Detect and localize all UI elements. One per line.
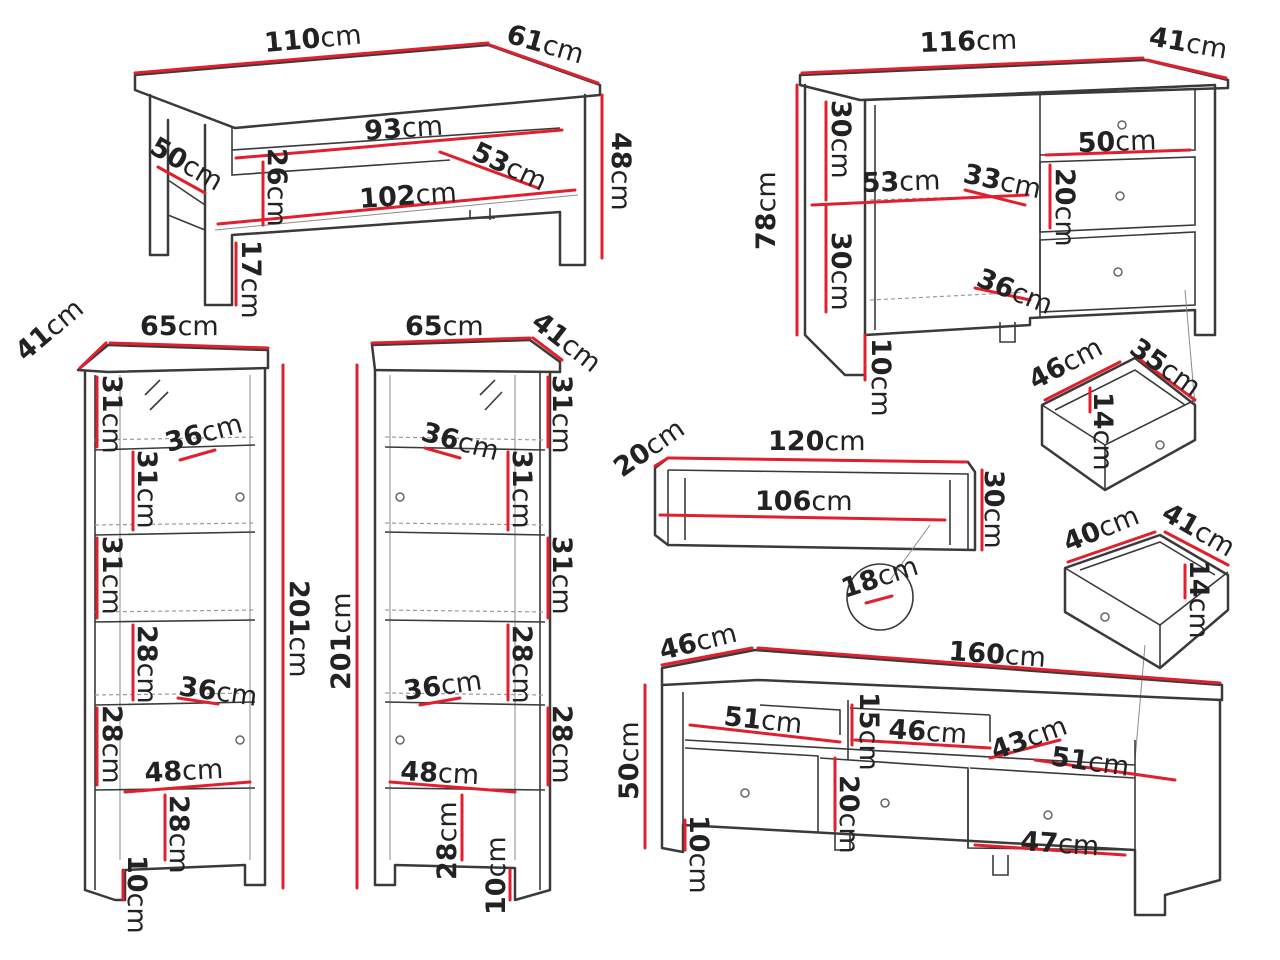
wall-shelf-width-label: 120cm <box>768 426 866 457</box>
coffee-table: 110cm 61cm 48cm 93cm 50cm 26cm 53cm 102c… <box>133 19 636 319</box>
tv-stand-drawer-width-label: 47cm <box>1020 826 1101 862</box>
vitrine-right-shelf-3-label: 31cm <box>546 536 577 615</box>
vitrine-right-shelf-5-label: 28cm <box>546 705 577 784</box>
wall-shelf-inner-width-label: 106cm <box>755 486 853 517</box>
tv-drawer-depth-detail: 41cm <box>1157 497 1241 563</box>
coffee-table-height-label: 48cm <box>605 132 636 211</box>
vitrine-right-shelf-1-label: 31cm <box>546 375 577 454</box>
vitrine-left-width-label: 65cm <box>140 311 219 342</box>
vitrine-right-shelf-2-label: 31cm <box>506 450 537 529</box>
wall-shelf-height-label: 30cm <box>978 470 1009 549</box>
vitrine-left-shelf-2-label: 31cm <box>131 450 162 529</box>
vitrine-left-depth-b-label: 36cm <box>177 671 259 713</box>
sideboard-drawer-depth-detail: 35cm <box>1124 332 1206 403</box>
sideboard-width-label: 116cm <box>919 25 1018 59</box>
sideboard-drawer-detail: 46cm 35cm 14cm <box>1024 289 1206 492</box>
sideboard-lower-label: 30cm <box>825 232 856 311</box>
vitrine-left-shelf-3-label: 31cm <box>96 536 127 615</box>
vitrine-right-bottom-label: 28cm <box>432 801 463 880</box>
vitrine-right-width-label: 65cm <box>405 311 484 342</box>
sideboard-lower-depth-label: 36cm <box>972 263 1057 321</box>
tv-stand-height-label: 50cm <box>614 721 645 800</box>
coffee-table-shelf-width-label: 93cm <box>363 111 444 147</box>
coffee-table-inner-width-label: 102cm <box>358 177 457 215</box>
vitrine-right-inner-width-label: 48cm <box>400 756 480 791</box>
vitrine-left-depth-label: 41cm <box>10 293 90 367</box>
coffee-table-shelf-depth-label: 50cm <box>145 131 229 197</box>
vitrine-right-leg-label: 10cm <box>481 836 512 915</box>
vitrine-right-depth-a-label: 36cm <box>418 417 502 467</box>
sideboard-drawer-height-label: 20cm <box>1049 168 1080 247</box>
sideboard-height-label: 78cm <box>751 171 782 250</box>
wall-shelf-depth-label: 20cm <box>608 413 690 484</box>
sideboard-drawer-width-label: 50cm <box>1077 125 1157 159</box>
coffee-table-inner-depth-label: 53cm <box>467 136 551 197</box>
sideboard-drawer-width-detail: 46cm <box>1024 332 1108 396</box>
vitrine-right: 65cm 41cm 201cm 31cm 31cm 31cm 28cm 28cm… <box>326 306 607 915</box>
vitrine-left-depth-a-label: 36cm <box>162 408 246 458</box>
vitrine-left-shelf-5-label: 28cm <box>96 705 127 784</box>
sideboard-depth-label: 41cm <box>1147 21 1230 65</box>
tv-stand-niche-right-label: 51cm <box>1049 741 1131 783</box>
sideboard-shelf-depth-label: 33cm <box>961 159 1044 206</box>
tv-drawer-height-detail: 14cm <box>1183 560 1214 639</box>
sideboard-leg-label: 10cm <box>865 338 896 417</box>
vitrine-left-inner-width-label: 48cm <box>144 754 224 789</box>
vitrine-left: 41cm 65cm 201cm 31cm 31cm 31cm 28cm 28cm… <box>10 293 314 934</box>
wall-shelf: 20cm 120cm 30cm 106cm 18cm <box>608 413 1009 631</box>
coffee-table-shelf-gap-label: 26cm <box>261 148 292 227</box>
sideboard-drawer-height-detail: 14cm <box>1087 392 1118 471</box>
coffee-table-width-label: 110cm <box>263 20 363 59</box>
sideboard-shelf-width-label: 53cm <box>861 165 941 199</box>
tv-stand-leg-label: 10cm <box>683 815 714 894</box>
coffee-table-depth-label: 61cm <box>503 19 587 71</box>
tv-stand-niche-height-label: 15cm <box>853 692 884 771</box>
tv-stand-drawer-detail: 40cm 41cm 14cm <box>1059 497 1241 761</box>
vitrine-right-depth-b-label: 36cm <box>402 665 484 707</box>
vitrine-left-height-label: 201cm <box>283 580 314 678</box>
vitrine-left-shelf-1-label: 31cm <box>96 375 127 454</box>
vitrine-left-shelf-4-label: 28cm <box>131 625 162 704</box>
vitrine-left-bottom-label: 28cm <box>163 795 194 874</box>
vitrine-right-height-label: 201cm <box>326 592 357 690</box>
tv-stand-niche-left-label: 51cm <box>722 701 804 740</box>
wall-shelf-thickness-label: 18cm <box>838 551 922 605</box>
sideboard: 116cm 41cm 78cm 30cm 30cm 53cm 33cm 50cm… <box>751 21 1230 416</box>
coffee-table-leg-clearance-label: 17cm <box>235 240 266 319</box>
tv-stand-niche-mid-label: 46cm <box>888 714 969 750</box>
tv-stand: 46cm 160cm 50cm 51cm 15cm 46cm 43cm 51cm… <box>614 618 1224 917</box>
vitrine-right-shelf-4-label: 28cm <box>506 625 537 704</box>
tv-stand-drawer-height-label: 20cm <box>833 775 864 854</box>
vitrine-left-leg-label: 10cm <box>121 855 152 934</box>
sideboard-upper-label: 30cm <box>825 100 856 179</box>
tv-stand-width-label: 160cm <box>948 636 1047 674</box>
